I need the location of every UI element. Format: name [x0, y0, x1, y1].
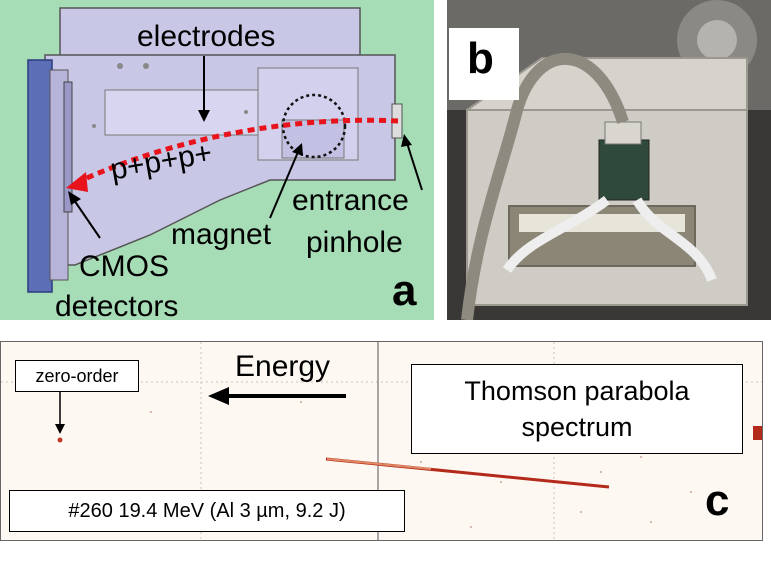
spectrometer-drawing: [27, 7, 423, 293]
electrodes-label: electrodes: [137, 20, 276, 53]
spectrometer-photo: [447, 0, 771, 320]
zero-order-box: zero-order: [15, 360, 139, 392]
entrance-label-line1: entrance: [292, 184, 409, 217]
zero-order-label: zero-order: [35, 365, 119, 386]
panel-c-letter: c: [705, 476, 730, 525]
magnet-label: magnet: [171, 218, 272, 251]
cmos-label-line1: CMOS: [79, 250, 169, 283]
panel-b-photo: b: [447, 0, 771, 320]
energy-label: Energy: [235, 350, 331, 383]
spectrum-title-line1: Thomson parabola: [464, 375, 690, 406]
panel-a-letter: a: [392, 266, 417, 315]
shot-info-box: #260 19.4 MeV (Al 3 µm, 9.2 J): [9, 490, 405, 532]
spectrum-title-box: Thomson parabola spectrum: [411, 364, 743, 454]
shot-info-label: #260 19.4 MeV (Al 3 µm, 9.2 J): [68, 499, 346, 522]
entrance-label-line2: pinhole: [306, 226, 403, 259]
spectrum-title-line2: spectrum: [521, 412, 633, 442]
panel-c-spectrum: Energy zero-order Thomson parabola spect…: [0, 341, 763, 541]
cmos-label-line2: detectors: [55, 290, 179, 320]
panel-b-letter: b: [467, 34, 494, 83]
panel-a-cad-drawing: electrodes p+p+p+ magnet entrance pinhol…: [0, 0, 434, 320]
